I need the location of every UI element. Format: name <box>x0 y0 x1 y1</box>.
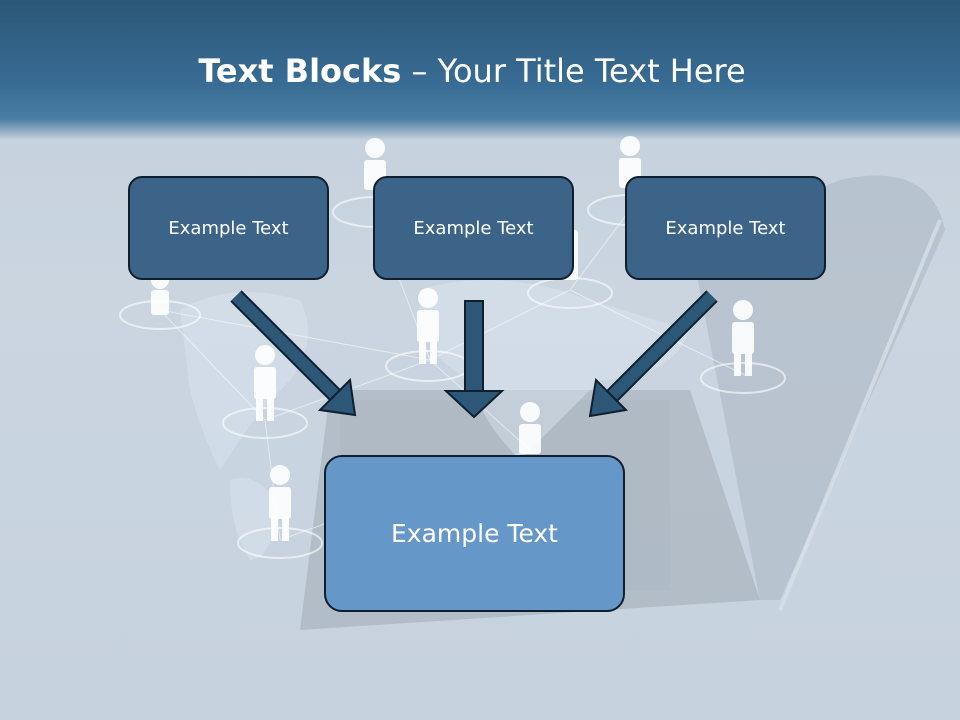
world-map <box>180 280 690 560</box>
title-rest: Your Title Text Here <box>437 52 746 90</box>
text-block-2[interactable]: Example Text <box>373 176 574 280</box>
target-text-block-label: Example Text <box>391 519 558 548</box>
arrow-right-diagonal <box>588 290 718 418</box>
text-block-1[interactable]: Example Text <box>128 176 329 280</box>
arrow-left-diagonal <box>230 290 357 417</box>
text-block-1-label: Example Text <box>168 217 289 239</box>
target-text-block[interactable]: Example Text <box>324 455 625 612</box>
slide-title: Text Blocks – Your Title Text Here <box>0 52 944 90</box>
text-block-3-label: Example Text <box>665 217 786 239</box>
text-block-2-label: Example Text <box>413 217 534 239</box>
title-separator: – <box>401 52 438 90</box>
header-band <box>0 0 960 140</box>
title-bold-part: Text Blocks <box>198 52 402 90</box>
arrow-center-down <box>443 300 505 419</box>
text-block-3[interactable]: Example Text <box>625 176 826 280</box>
